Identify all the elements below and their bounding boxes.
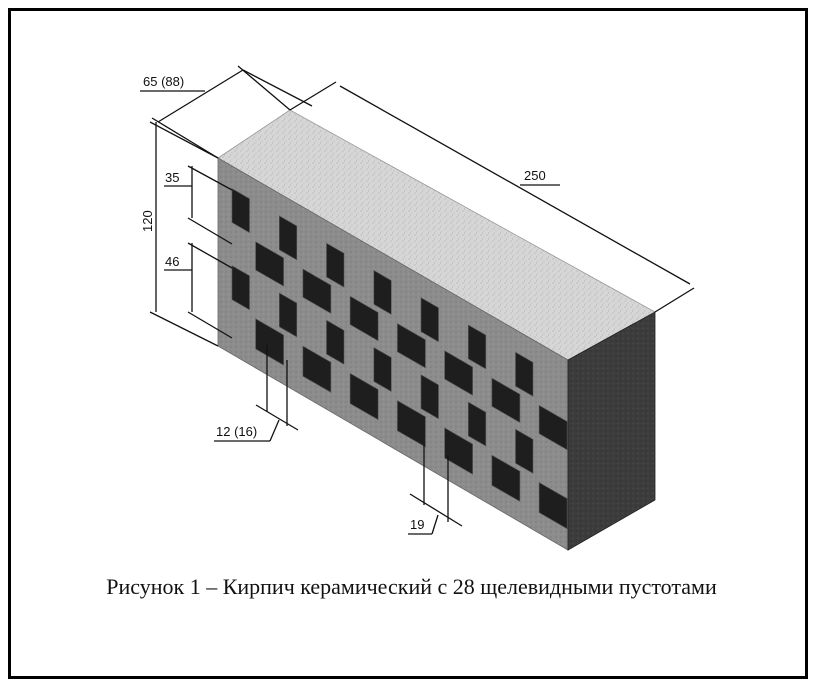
dimension-void-width [214, 345, 299, 442]
brick-void [349, 295, 379, 342]
dimension-void-width-label: 12 (16) [216, 424, 257, 439]
dimension-length [289, 81, 695, 313]
figure-caption: Рисунок 1 – Кирпич керамический с 28 щел… [106, 574, 717, 599]
brick-void [278, 292, 298, 338]
brick-void [373, 269, 392, 315]
brick-void [491, 454, 521, 502]
dimension-void-top-label: 35 [165, 170, 179, 185]
brick-void [538, 481, 568, 530]
brick-void [326, 319, 345, 365]
brick-void [349, 372, 379, 421]
brick-void [278, 215, 298, 261]
brick-void [515, 351, 534, 397]
brick-void [302, 345, 332, 393]
dimension-length-label: 250 [524, 168, 546, 183]
brick-void [467, 324, 487, 370]
brick-void [302, 268, 332, 314]
brick-side-face [567, 311, 656, 551]
dimension-void-top [164, 165, 233, 245]
brick-void [255, 241, 284, 287]
brick-voids [231, 188, 568, 530]
brick-void [397, 400, 426, 448]
brick-void [255, 318, 284, 366]
brick-void [373, 346, 392, 393]
brick-void [467, 401, 487, 447]
brick-void [420, 297, 439, 343]
brick-void [538, 404, 568, 451]
brick-void [326, 242, 345, 288]
brick-void [491, 377, 521, 424]
brick-void [397, 323, 426, 369]
brick-void [231, 188, 250, 234]
brick-void [444, 350, 473, 396]
brick-void [515, 428, 534, 474]
dimension-rib-label: 19 [410, 517, 424, 532]
brick-void [231, 265, 250, 311]
dimension-height-label: 120 [140, 210, 155, 232]
dimension-void-bottom-label: 46 [165, 254, 179, 269]
dimension-width [140, 65, 313, 159]
dimension-width-label: 65 (88) [143, 74, 184, 89]
dimension-height [149, 121, 219, 347]
brick-void [444, 427, 473, 475]
brick-void [420, 374, 439, 420]
dimension-rib [408, 445, 463, 535]
dimension-void-bottom [164, 242, 233, 339]
